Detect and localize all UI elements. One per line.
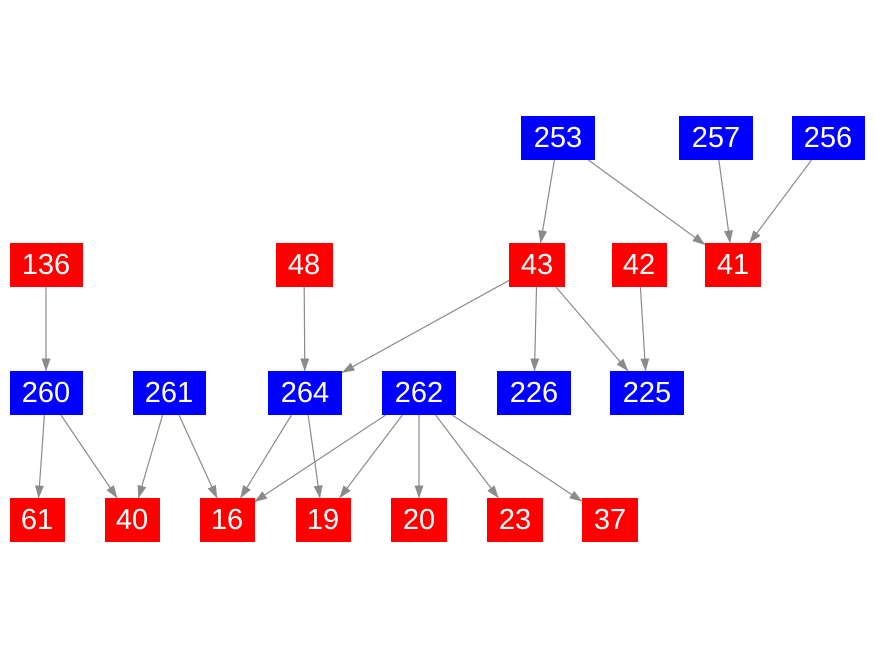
node-16: 16	[199, 498, 255, 542]
edge-260-61	[34, 414, 45, 499]
edge-264-19	[307, 414, 323, 499]
node-260: 260	[9, 371, 83, 415]
edge-257-41	[718, 159, 733, 244]
node-40: 40	[104, 498, 160, 542]
node-61: 61	[9, 498, 65, 542]
node-43: 43	[509, 243, 565, 287]
node-42: 42	[611, 243, 667, 287]
node-256: 256	[791, 116, 865, 160]
node-261: 261	[132, 371, 206, 415]
node-19: 19	[295, 498, 351, 542]
edge-42-225	[639, 286, 650, 372]
node-20: 20	[391, 498, 447, 542]
edge-262-23	[435, 414, 499, 499]
node-225: 225	[610, 371, 684, 415]
edge-253-41	[587, 159, 706, 246]
node-23: 23	[487, 498, 543, 542]
edge-262-19	[339, 414, 403, 499]
node-37: 37	[582, 498, 638, 542]
edge-260-40	[60, 414, 118, 499]
node-48: 48	[275, 243, 333, 287]
node-136: 136	[9, 243, 83, 287]
edge-262-16	[254, 414, 387, 503]
edge-256-41	[749, 159, 812, 244]
edge-261-16	[178, 414, 218, 499]
node-253: 253	[521, 116, 595, 160]
edge-48-264	[300, 286, 310, 372]
node-264: 264	[268, 371, 342, 415]
node-226: 226	[497, 371, 571, 415]
edge-261-40	[137, 414, 164, 499]
node-41: 41	[705, 243, 761, 287]
edge-262-37	[451, 414, 583, 502]
edge-43-264	[341, 279, 510, 374]
edge-264-16	[239, 414, 293, 499]
edge-253-43	[538, 159, 555, 244]
edge-43-225	[555, 286, 629, 372]
node-257: 257	[679, 116, 753, 160]
edge-43-226	[530, 286, 540, 372]
node-262: 262	[382, 371, 456, 415]
